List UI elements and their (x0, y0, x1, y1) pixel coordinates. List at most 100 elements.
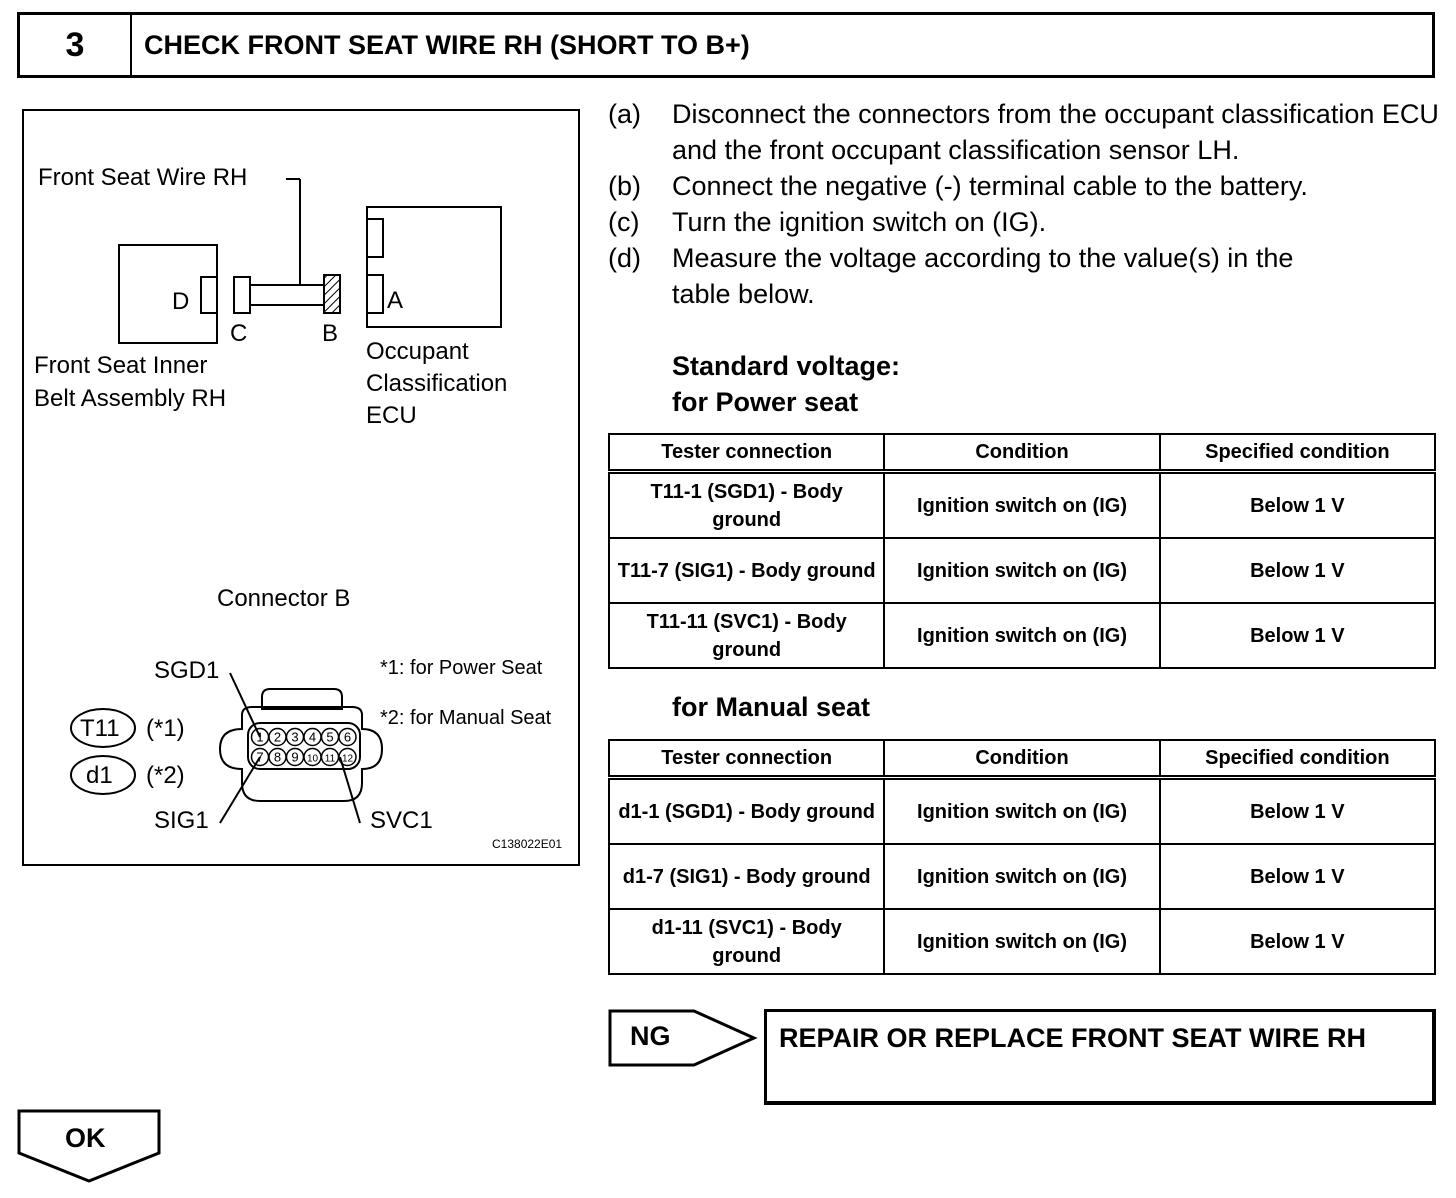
wire-harness (249, 284, 325, 306)
wiring-figure: 123456789101112 Front Seat Wire RH D C B… (22, 109, 580, 866)
specified-condition-cell: Below 1 V (1158, 537, 1437, 604)
step-letter: (a) (608, 99, 641, 129)
header-specified-condition: Specified condition (1158, 739, 1437, 780)
condition-cell: Ignition switch on (IG) (883, 776, 1161, 845)
condition-cell: Ignition switch on (IG) (883, 843, 1161, 910)
connector-pin-number: 8 (274, 750, 281, 765)
power-seat-label: for Power seat (672, 387, 859, 417)
specified-condition-cell: Below 1 V (1158, 470, 1437, 539)
sgd1-label: SGD1 (154, 657, 220, 684)
connector-a (366, 274, 384, 314)
manual-seat-label: for Manual seat (672, 692, 871, 722)
connector-pin-number: 2 (274, 730, 281, 745)
tester-connection-cell: T11-1 (SGD1) - Body ground (607, 470, 886, 539)
connector-pin-number: 4 (309, 730, 316, 745)
figure-code: C138022E01 (492, 837, 563, 851)
note-manual-seat: *2: for Manual Seat (380, 707, 552, 729)
d1-label: d1 (86, 762, 113, 789)
connector-pin-number: 6 (344, 730, 351, 745)
header-condition: Condition (883, 433, 1161, 474)
connector-pin-number: 11 (325, 754, 336, 765)
table-header-row: Tester connection Condition Specified co… (607, 433, 1437, 474)
step-letter: (c) (608, 207, 640, 237)
step-title: CHECK FRONT SEAT WIRE RH (SHORT TO B+) (144, 29, 750, 60)
ok-label: OK (65, 1123, 106, 1153)
tester-connection-cell: d1-1 (SGD1) - Body ground (607, 776, 886, 845)
label-c: C (230, 320, 248, 347)
step-text: Disconnect the connectors from the occup… (672, 99, 1439, 165)
sig1-label: SIG1 (154, 807, 209, 834)
belt-assembly-label-2: Belt Assembly RH (34, 385, 227, 412)
connector-pin-number: 5 (326, 730, 333, 745)
specified-condition-cell: Below 1 V (1158, 908, 1437, 975)
specified-condition-cell: Below 1 V (1158, 776, 1437, 845)
header-specified-condition: Specified condition (1158, 433, 1437, 474)
table-row: T11-1 (SGD1) - Body ground Ignition swit… (607, 470, 1437, 539)
ng-label: NG (630, 1021, 671, 1051)
step-text: Connect the negative (-) terminal cable … (672, 171, 1308, 201)
header-tester-connection: Tester connection (607, 433, 886, 474)
label-a: A (387, 287, 404, 314)
table-row: d1-7 (SIG1) - Body ground Ignition switc… (607, 843, 1437, 910)
condition-cell: Ignition switch on (IG) (883, 537, 1161, 604)
connector-c (233, 276, 251, 314)
header-condition: Condition (883, 739, 1161, 780)
step-d: (d) Measure the voltage according to the… (608, 240, 1448, 312)
tester-connection-cell: d1-11 (SVC1) - Body ground (607, 908, 886, 975)
step-b: (b) Connect the negative (-) terminal ca… (608, 168, 1448, 204)
step-text: Measure the voltage according to the val… (672, 243, 1294, 309)
t11-oval (70, 708, 136, 748)
condition-cell: Ignition switch on (IG) (883, 908, 1161, 975)
connector-d (200, 276, 218, 314)
label-d: D (172, 288, 190, 315)
step-letter: (d) (608, 243, 641, 273)
connector-pin-number: 9 (291, 750, 298, 765)
t11-note: (*1) (146, 715, 185, 742)
ng-action-text: REPAIR OR REPLACE FRONT SEAT WIRE RH (779, 1023, 1367, 1053)
sig1-callout-line (219, 756, 261, 824)
connector-b-title: Connector B (217, 585, 351, 612)
connector-pin (338, 727, 357, 747)
table-row: d1-11 (SVC1) - Body ground Ignition swit… (607, 908, 1437, 975)
table-row: d1-1 (SGD1) - Body ground Ignition switc… (607, 776, 1437, 845)
step-a: (a) Disconnect the connectors from the o… (608, 96, 1448, 168)
tester-connection-cell: T11-7 (SIG1) - Body ground (607, 537, 886, 604)
label-b: B (322, 320, 339, 347)
condition-cell: Ignition switch on (IG) (883, 470, 1161, 539)
sgd1-callout-line (229, 672, 261, 738)
connector-b (323, 274, 341, 314)
connector-pin-number: 10 (307, 754, 319, 765)
d1-oval (70, 755, 136, 795)
connector-pin-number: 12 (342, 754, 354, 765)
connector-pin (338, 747, 357, 767)
ng-arrow: NG (608, 1009, 758, 1067)
ecu-label-2: Classification (366, 370, 508, 397)
svc1-label: SVC1 (370, 807, 433, 834)
ecu-box (366, 206, 502, 328)
tester-connection-cell: T11-11 (SVC1) - Body ground (607, 602, 886, 669)
specified-condition-cell: Below 1 V (1158, 843, 1437, 910)
wiring-diagram: 123456789101112 (70, 178, 502, 824)
header-tester-connection: Tester connection (607, 739, 886, 780)
ok-arrow: OK (17, 1109, 161, 1183)
note-power-seat: *1: for Power Seat (380, 657, 543, 679)
procedure-steps: (a) Disconnect the connectors from the o… (608, 96, 1448, 312)
step-c: (c) Turn the ignition switch on (IG). (608, 204, 1448, 240)
condition-cell: Ignition switch on (IG) (883, 602, 1161, 669)
belt-assembly-label-1: Front Seat Inner (34, 352, 208, 379)
specified-condition-cell: Below 1 V (1158, 602, 1437, 669)
svc1-callout-line (339, 756, 361, 824)
power-seat-table: Tester connection Condition Specified co… (607, 433, 1437, 669)
tester-connection-cell: d1-7 (SIG1) - Body ground (607, 843, 886, 910)
step-number: 3 (20, 15, 132, 75)
manual-seat-table: Tester connection Condition Specified co… (607, 739, 1437, 975)
step-text: Turn the ignition switch on (IG). (672, 207, 1047, 237)
connector-pin-number: 3 (291, 730, 298, 745)
ng-action-box: REPAIR OR REPLACE FRONT SEAT WIRE RH (764, 1009, 1436, 1105)
table-row: T11-7 (SIG1) - Body ground Ignition swit… (607, 537, 1437, 604)
d1-note: (*2) (146, 762, 185, 789)
step-letter: (b) (608, 171, 641, 201)
t11-label: T11 (80, 715, 120, 742)
ecu-connector-upper (366, 218, 384, 258)
table-row: T11-11 (SVC1) - Body ground Ignition swi… (607, 602, 1437, 669)
